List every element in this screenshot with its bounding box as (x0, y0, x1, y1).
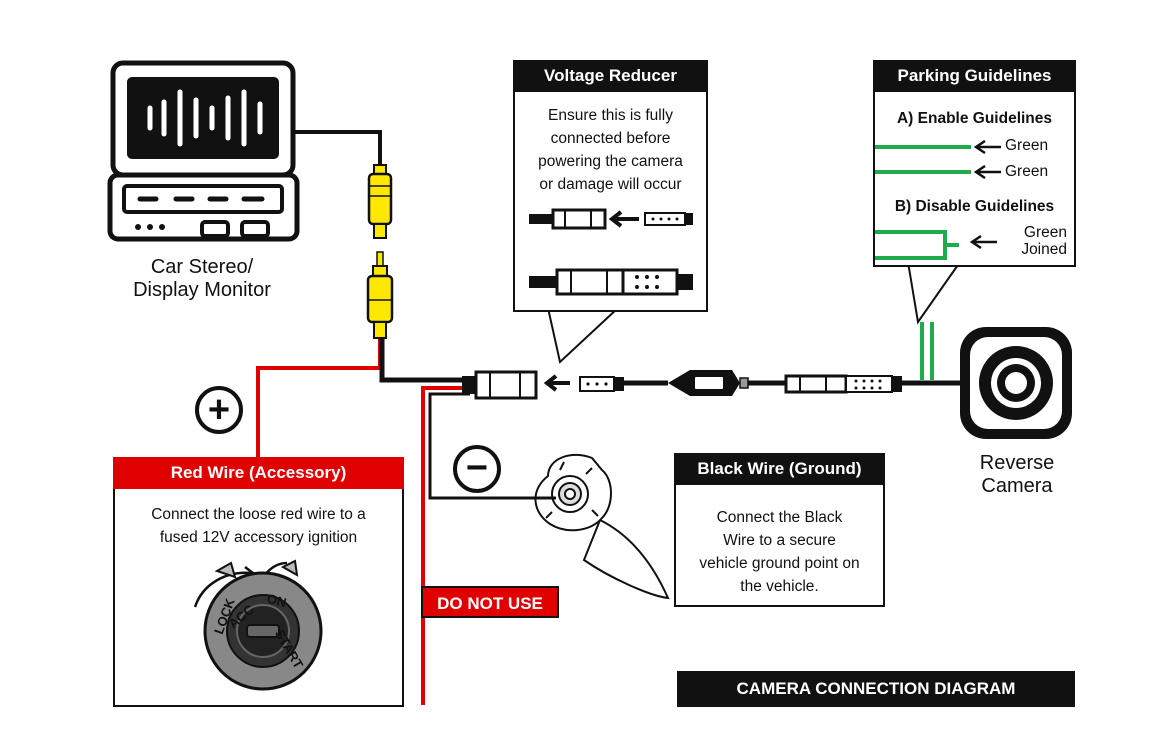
black-wire-line: the vehicle. (740, 578, 819, 595)
camera-label-line1: Reverse (979, 452, 1055, 474)
red-wire-heading: Red Wire (Accessory) (113, 457, 404, 489)
ignition-switch-icon (193, 559, 323, 691)
black-ground-wire (428, 392, 536, 500)
monitor-label-line1: Car Stereo/ (150, 256, 254, 278)
black-wire-line: Wire to a secure (723, 532, 836, 549)
enable-guidelines-wires (875, 139, 1001, 180)
black-wire-heading: Black Wire (Ground) (674, 453, 885, 485)
enable-wire-label-2: Green (1005, 163, 1049, 180)
black-wire-text: Connect the Black Wire to a secure vehic… (676, 506, 883, 598)
voltage-reducer-line: or damage will occur (539, 176, 682, 193)
ground-bolt-icon (534, 453, 670, 600)
disable-wire-label-line1: Green (1023, 224, 1067, 241)
harness-connector-male (579, 376, 624, 392)
reverse-camera-icon (960, 327, 1072, 439)
monitor-label: Car Stereo/ Display Monitor (110, 256, 294, 302)
arrow-left-icon (543, 374, 570, 392)
monitor-video-cable (292, 130, 382, 166)
main-video-cable (379, 338, 472, 383)
enable-guidelines-heading: A) Enable Guidelines (896, 110, 1053, 127)
red-wire-box: Red Wire (Accessory) Connect the loose r… (113, 457, 404, 707)
rca-connector-female (367, 164, 393, 239)
reducer-connectors-illustration (529, 208, 693, 296)
arrow-left-icon (608, 210, 639, 228)
voltage-reducer-text: Ensure this is fully connected before po… (515, 104, 706, 196)
camera-harness-connector (784, 374, 902, 394)
joined-connector (529, 268, 693, 296)
do-not-use-label: DO NOT USE (421, 586, 559, 618)
voltage-reducer-heading: Voltage Reducer (513, 60, 708, 92)
red-wire-line: fused 12V accessory ignition (159, 529, 358, 546)
parking-guidelines-heading: Parking Guidelines (873, 60, 1076, 92)
monitor-label-line2: Display Monitor (133, 279, 271, 301)
disable-wire-label-line2: Joined (1021, 241, 1067, 258)
inline-filter-module (668, 370, 749, 396)
red-wire-text: Connect the loose red wire to a fused 12… (115, 503, 402, 549)
disable-guidelines-wires (875, 230, 997, 260)
voltage-reducer-box: Voltage Reducer Ensure this is fully con… (513, 60, 708, 312)
black-wire-box: Black Wire (Ground) Connect the Black Wi… (674, 453, 885, 607)
harness-connector-female (462, 370, 538, 400)
red-accessory-wire (256, 335, 382, 462)
voltage-reducer-line: connected before (550, 130, 671, 147)
red-wire-line: Connect the loose red wire to a (151, 506, 366, 523)
parking-guidelines-box: Parking Guidelines A) Enable Guidelines … (873, 60, 1076, 267)
minus-circle-icon (453, 445, 501, 493)
camera-label: Reverse Camera (950, 452, 1084, 498)
small-connector-female (529, 208, 607, 230)
disable-wire-label: Green Joined (999, 224, 1067, 258)
plus-circle-icon (195, 386, 243, 434)
voltage-reducer-line: powering the camera (538, 153, 683, 170)
diagram-title: CAMERA CONNECTION DIAGRAM (677, 671, 1075, 707)
plus-symbol: + (207, 389, 231, 431)
minus-symbol: − (465, 447, 489, 489)
small-connector-male (644, 212, 693, 226)
rca-connector-male (366, 251, 394, 339)
car-stereo-monitor-icon (107, 60, 300, 242)
camera-label-line2: Camera (981, 475, 1053, 497)
voltage-reducer-line: Ensure this is fully (548, 107, 673, 124)
disable-guidelines-heading: B) Disable Guidelines (894, 198, 1055, 215)
black-wire-line: Connect the Black (716, 509, 843, 526)
black-wire-line: vehicle ground point on (699, 555, 860, 572)
enable-wire-label-1: Green (1005, 137, 1049, 154)
